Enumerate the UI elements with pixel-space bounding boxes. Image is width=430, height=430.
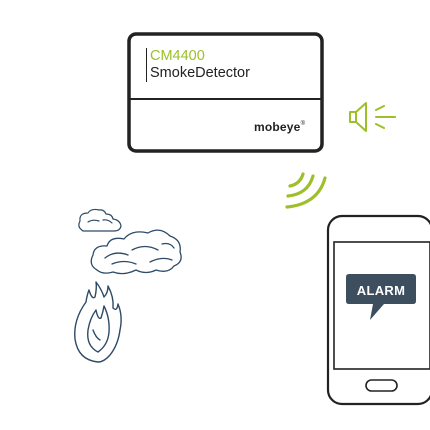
smoke-cloud-icon — [90, 229, 182, 275]
brand-mark: ® — [300, 121, 306, 127]
siren-icon — [349, 102, 396, 132]
detector-label: CM4400 SmokeDetector — [146, 48, 250, 82]
alarm-label: ALARM — [356, 283, 406, 298]
flame-icon — [74, 281, 122, 363]
signal-waves-icon — [285, 172, 327, 209]
brand-name: mobeye — [254, 120, 301, 134]
speech-bubble-icon — [346, 274, 416, 320]
detector-name: SmokeDetector — [150, 65, 250, 81]
cloud-icon — [78, 208, 122, 232]
detector-model: CM4400 — [150, 48, 205, 64]
smartphone-icon — [326, 214, 430, 406]
brand-logo: mobeye® — [254, 120, 305, 134]
smoke-detector-device — [127, 32, 324, 153]
